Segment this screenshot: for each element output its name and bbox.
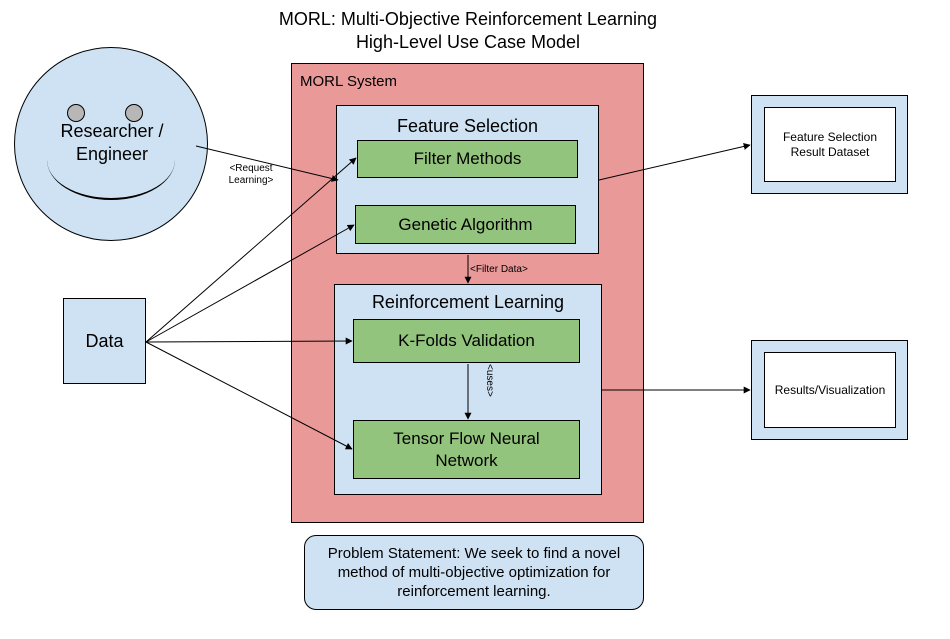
feature-selection-title: Feature Selection [396, 116, 539, 136]
results-visualization-label: Results/Visualization [774, 382, 886, 397]
request-label-line-1: <Request [229, 163, 273, 174]
tensorflow-label-line-1: Tensor Flow Neural [393, 428, 540, 448]
tensorflow-label-line-2: Network [435, 450, 498, 470]
title-line-2: High-Level Use Case Model [355, 32, 581, 52]
left-eye-icon [67, 104, 85, 122]
right-eye-icon [125, 104, 143, 122]
system-label: MORL System [300, 73, 397, 90]
problem-statement-box[interactable]: Problem Statement: We seek to find a nov… [304, 535, 644, 610]
diagram-title: MORL: Multi-Objective Reinforcement Lear… [0, 8, 936, 54]
filter-data-label: <Filter Data> [470, 264, 528, 275]
genetic-algorithm-label: Genetic Algorithm [398, 214, 533, 234]
results-visualization-node[interactable]: Results/Visualization [764, 352, 896, 428]
request-learning-edge [195, 145, 339, 182]
feature-result-label: Feature Selection Result Dataset [783, 130, 877, 160]
uses-label: <uses> [484, 364, 495, 397]
filter-methods-label: Filter Methods [413, 149, 522, 168]
smile-icon [47, 154, 175, 200]
actor-label-line-1: Researcher / [60, 121, 164, 141]
kfolds-validation-label: K-Folds Validation [398, 331, 535, 350]
filter-methods-node[interactable]: Filter Methods [357, 140, 578, 178]
data-to-tensorflow-edge [145, 341, 353, 450]
tensorflow-network-node[interactable]: Tensor Flow Neural Network [353, 420, 580, 479]
data-to-filter-edge [145, 157, 357, 343]
kfolds-validation-node[interactable]: K-Folds Validation [353, 319, 580, 363]
researcher-actor[interactable]: Researcher / Engineer [14, 47, 208, 241]
problem-statement-text: Problem Statement: We seek to find a nov… [327, 545, 621, 600]
genetic-algorithm-node[interactable]: Genetic Algorithm [355, 205, 576, 244]
data-label: Data [85, 330, 124, 351]
feature-result-line-1: Feature Selection [782, 129, 878, 144]
data-to-kfolds-edge [145, 337, 353, 345]
feature-result-edge [598, 143, 751, 181]
title-line-1: MORL: Multi-Objective Reinforcement Lear… [278, 9, 658, 29]
tensorflow-network-label: Tensor Flow Neural Network [393, 428, 539, 472]
data-to-genetic-edge [145, 224, 355, 343]
request-learning-label: <Request Learning> [222, 163, 280, 187]
data-node[interactable]: Data [63, 298, 146, 384]
reinforcement-learning-title: Reinforcement Learning [371, 292, 565, 312]
feature-result-line-2: Result Dataset [790, 144, 870, 159]
request-label-line-2: Learning> [228, 175, 274, 186]
feature-result-dataset-node[interactable]: Feature Selection Result Dataset [764, 107, 896, 182]
